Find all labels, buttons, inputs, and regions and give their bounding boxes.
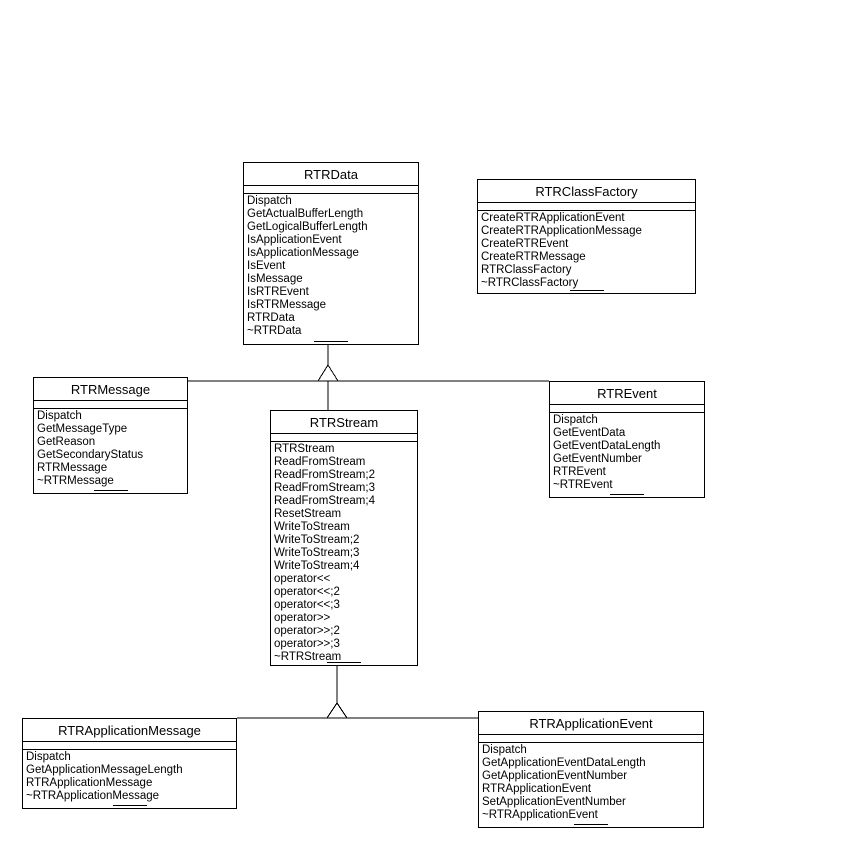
class-rtrapplicationmessage[interactable]: RTRApplicationMessage Dispatch GetApplic… bbox=[22, 718, 237, 809]
generalization-triangle-bottom bbox=[326, 702, 348, 719]
method: WriteToStream;4 bbox=[274, 560, 360, 572]
method: ~RTRStream bbox=[274, 651, 342, 663]
method: GetReason bbox=[37, 436, 96, 448]
method: IsApplicationMessage bbox=[247, 247, 359, 259]
method: operator>>;2 bbox=[274, 625, 340, 637]
method: RTRClassFactory bbox=[481, 264, 572, 276]
methods-compartment: CreateRTRApplicationEvent CreateRTRAppli… bbox=[478, 211, 695, 290]
method: RTREvent bbox=[553, 466, 606, 478]
method: CreateRTRApplicationEvent bbox=[481, 212, 625, 224]
method: RTRMessage bbox=[37, 462, 108, 474]
method: SetApplicationEventNumber bbox=[482, 796, 626, 808]
more-indicator-line bbox=[569, 290, 604, 291]
attributes-compartment bbox=[23, 742, 236, 750]
method: ReadFromStream;3 bbox=[274, 482, 375, 494]
method: RTRStream bbox=[274, 443, 335, 455]
method: WriteToStream;3 bbox=[274, 547, 360, 559]
class-title-rtrstream: RTRStream bbox=[271, 411, 417, 434]
method: Dispatch bbox=[553, 414, 598, 426]
methods-compartment: Dispatch GetApplicationEventDataLength G… bbox=[479, 743, 703, 822]
method: ReadFromStream;2 bbox=[274, 469, 375, 481]
method: operator<< bbox=[274, 573, 331, 585]
class-rtrevent[interactable]: RTREvent Dispatch GetEventData GetEventD… bbox=[549, 381, 705, 498]
more-indicator-line bbox=[327, 662, 361, 663]
method: CreateRTRApplicationMessage bbox=[481, 225, 642, 237]
method: GetActualBufferLength bbox=[247, 208, 364, 220]
generalization-triangle-top bbox=[317, 364, 339, 382]
method: RTRData bbox=[247, 312, 295, 324]
method: operator>> bbox=[274, 612, 331, 624]
method: GetSecondaryStatus bbox=[37, 449, 144, 461]
method: WriteToStream;2 bbox=[274, 534, 360, 546]
attributes-compartment bbox=[479, 735, 703, 743]
methods-compartment: Dispatch GetEventData GetEventDataLength… bbox=[550, 413, 704, 492]
method: Dispatch bbox=[37, 410, 82, 422]
method: CreateRTRMessage bbox=[481, 251, 586, 263]
method: ResetStream bbox=[274, 508, 342, 520]
method: GetEventData bbox=[553, 427, 626, 439]
method: operator<<;2 bbox=[274, 586, 340, 598]
attributes-compartment bbox=[244, 186, 418, 194]
method: ~RTRApplicationMessage bbox=[26, 790, 160, 802]
method: ReadFromStream;4 bbox=[274, 495, 375, 507]
method: ~RTRClassFactory bbox=[481, 277, 579, 289]
method: GetApplicationEventNumber bbox=[482, 770, 628, 782]
method: Dispatch bbox=[247, 195, 292, 207]
method: operator>>;3 bbox=[274, 638, 340, 650]
class-rtrclassfactory[interactable]: RTRClassFactory CreateRTRApplicationEven… bbox=[477, 179, 696, 294]
class-title-rtrmessage: RTRMessage bbox=[34, 378, 187, 401]
attributes-compartment bbox=[271, 434, 417, 442]
methods-compartment: RTRStream ReadFromStream ReadFromStream;… bbox=[271, 442, 417, 664]
class-title-rtrapplicationevent: RTRApplicationEvent bbox=[479, 712, 703, 735]
method: ~RTRData bbox=[247, 325, 302, 337]
method: GetApplicationEventDataLength bbox=[482, 757, 646, 769]
method: IsRTREvent bbox=[247, 286, 309, 298]
methods-compartment: Dispatch GetMessageType GetReason GetSec… bbox=[34, 409, 187, 488]
method: ReadFromStream bbox=[274, 456, 366, 468]
method: IsRTRMessage bbox=[247, 299, 327, 311]
method: Dispatch bbox=[26, 751, 71, 763]
methods-compartment: Dispatch GetActualBufferLength GetLogica… bbox=[244, 194, 418, 338]
method: IsApplicationEvent bbox=[247, 234, 342, 246]
method: ~RTRMessage bbox=[37, 475, 114, 487]
class-title-rtrdata: RTRData bbox=[244, 163, 418, 186]
method: GetMessageType bbox=[37, 423, 128, 435]
class-title-rtrclassfactory: RTRClassFactory bbox=[478, 180, 695, 203]
method: GetApplicationMessageLength bbox=[26, 764, 183, 776]
class-rtrdata[interactable]: RTRData Dispatch GetActualBufferLength G… bbox=[243, 162, 419, 345]
class-rtrstream[interactable]: RTRStream RTRStream ReadFromStream ReadF… bbox=[270, 410, 418, 666]
method: RTRApplicationEvent bbox=[482, 783, 592, 795]
method: GetEventDataLength bbox=[553, 440, 661, 452]
method: ~RTRApplicationEvent bbox=[482, 809, 598, 821]
more-indicator-line bbox=[574, 824, 608, 825]
method: WriteToStream bbox=[274, 521, 350, 533]
methods-compartment: Dispatch GetApplicationMessageLength RTR… bbox=[23, 750, 236, 803]
class-rtrmessage[interactable]: RTRMessage Dispatch GetMessageType GetRe… bbox=[33, 377, 188, 494]
method: Dispatch bbox=[482, 744, 527, 756]
attributes-compartment bbox=[478, 203, 695, 211]
method: GetLogicalBufferLength bbox=[247, 221, 368, 233]
class-title-rtrapplicationmessage: RTRApplicationMessage bbox=[23, 719, 236, 742]
method: RTRApplicationMessage bbox=[26, 777, 153, 789]
more-indicator-line bbox=[314, 341, 348, 342]
class-rtrapplicationevent[interactable]: RTRApplicationEvent Dispatch GetApplicat… bbox=[478, 711, 704, 828]
method: operator<<;3 bbox=[274, 599, 340, 611]
attributes-compartment bbox=[550, 405, 704, 413]
method: IsEvent bbox=[247, 260, 286, 272]
more-indicator-line bbox=[610, 494, 644, 495]
attributes-compartment bbox=[34, 401, 187, 409]
method: IsMessage bbox=[247, 273, 303, 285]
method: CreateRTREvent bbox=[481, 238, 569, 250]
more-indicator-line bbox=[112, 805, 147, 806]
method: GetEventNumber bbox=[553, 453, 642, 465]
class-title-rtrevent: RTREvent bbox=[550, 382, 704, 405]
more-indicator-line bbox=[93, 490, 128, 491]
method: ~RTREvent bbox=[553, 479, 613, 491]
